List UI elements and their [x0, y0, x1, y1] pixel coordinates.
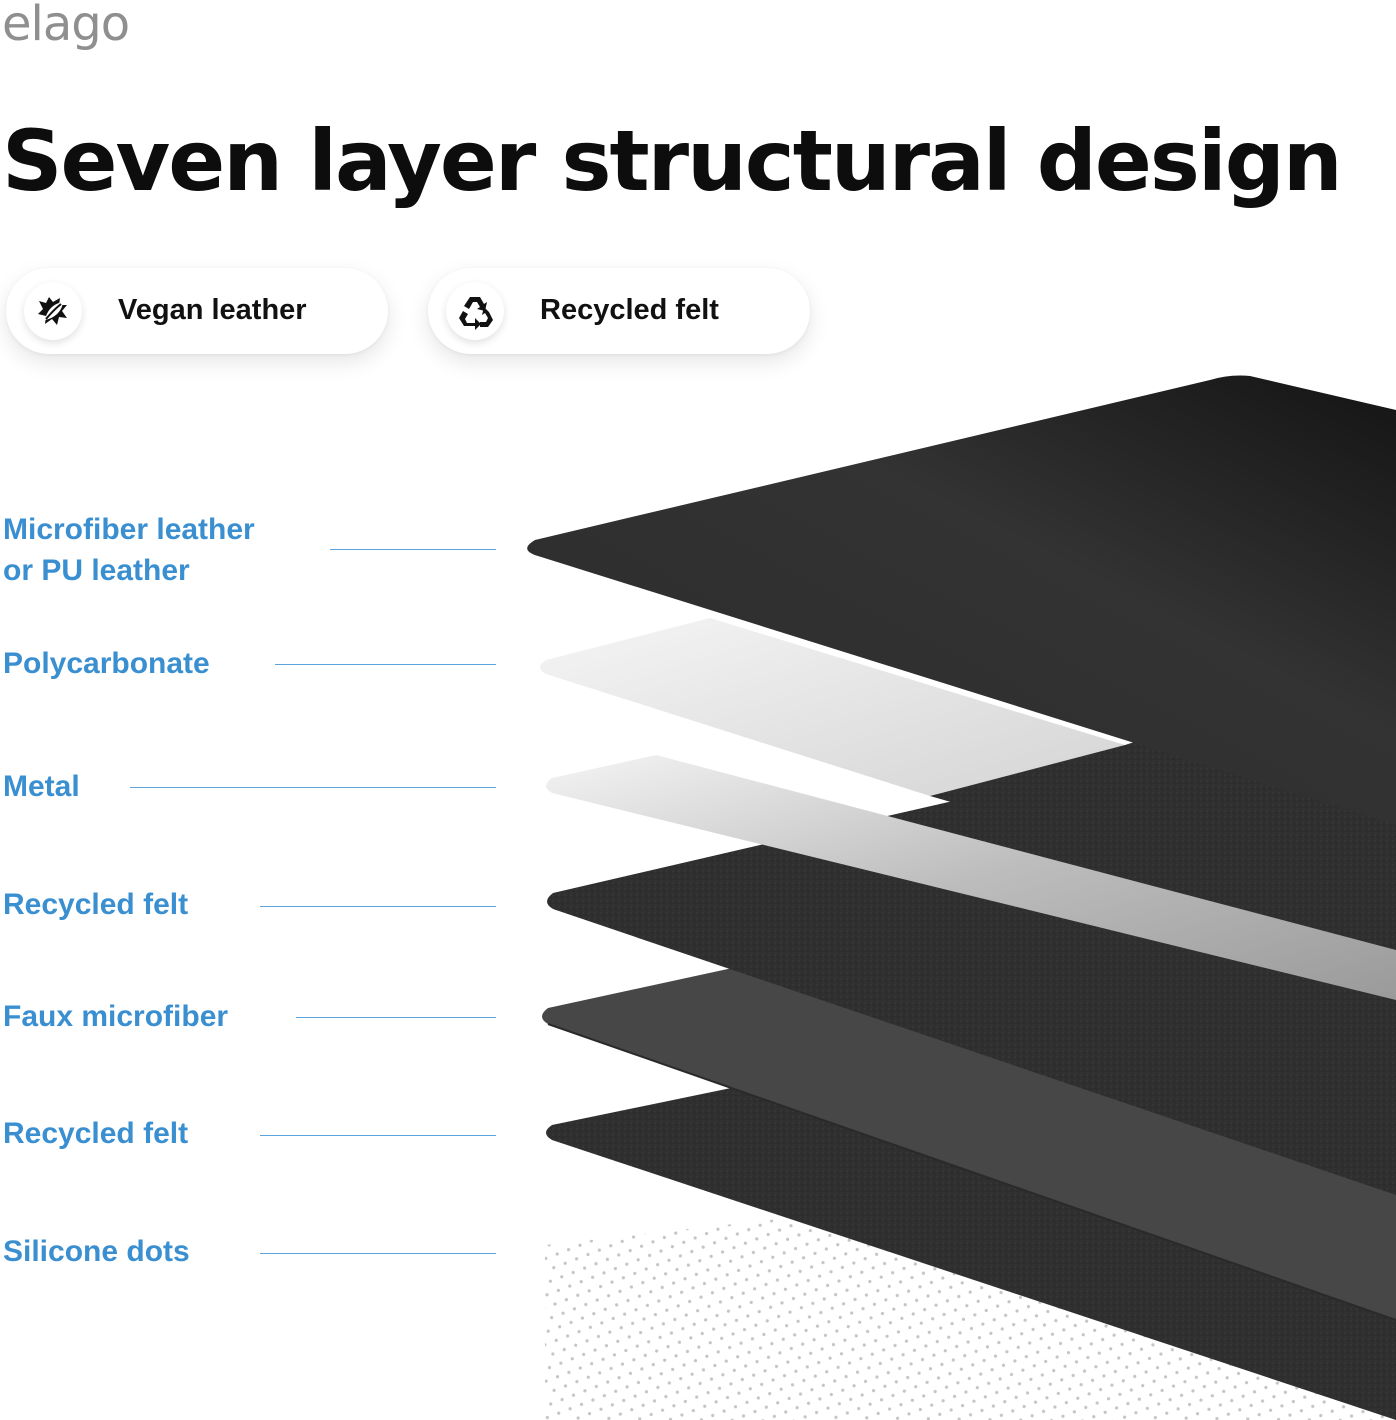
layer-label-metal: Metal [3, 770, 80, 803]
badge-recycled-felt: Recycled felt [428, 268, 810, 354]
layer-label-silicone-dots: Silicone dots [3, 1235, 190, 1268]
layer-label-faux-microfiber: Faux microfiber [3, 1000, 229, 1033]
leader-line [260, 1135, 496, 1136]
layer-label-line: or PU leather [3, 554, 190, 587]
microfiber-leather-layer [527, 375, 1396, 825]
leader-line [296, 1017, 496, 1018]
leader-line [275, 664, 496, 665]
leader-line [130, 787, 496, 788]
page-title: Seven layer structural design [2, 112, 1343, 210]
layer-label-line: Microfiber leather [3, 513, 255, 546]
brand-logo: elago [2, 0, 130, 52]
layer-label-polycarbonate: Polycarbonate [3, 647, 210, 680]
leader-line [330, 549, 496, 550]
badge-label: Recycled felt [540, 294, 719, 326]
layer-label-recycled-felt-2: Recycled felt [3, 1117, 189, 1150]
recycle-icon [446, 282, 504, 340]
layer-label-microfiber-leather: Microfiber leather or PU leather [3, 509, 255, 591]
polycarbonate-layer [540, 618, 1125, 796]
badge-label: Vegan leather [118, 294, 307, 326]
layer-label-recycled-felt-1: Recycled felt [3, 888, 189, 921]
leader-line [260, 1253, 496, 1254]
leader-line [260, 906, 496, 907]
metal-layer [546, 755, 1396, 1000]
badge-vegan-leather: Vegan leather [6, 268, 388, 354]
leaf-no-animal-icon [24, 282, 82, 340]
